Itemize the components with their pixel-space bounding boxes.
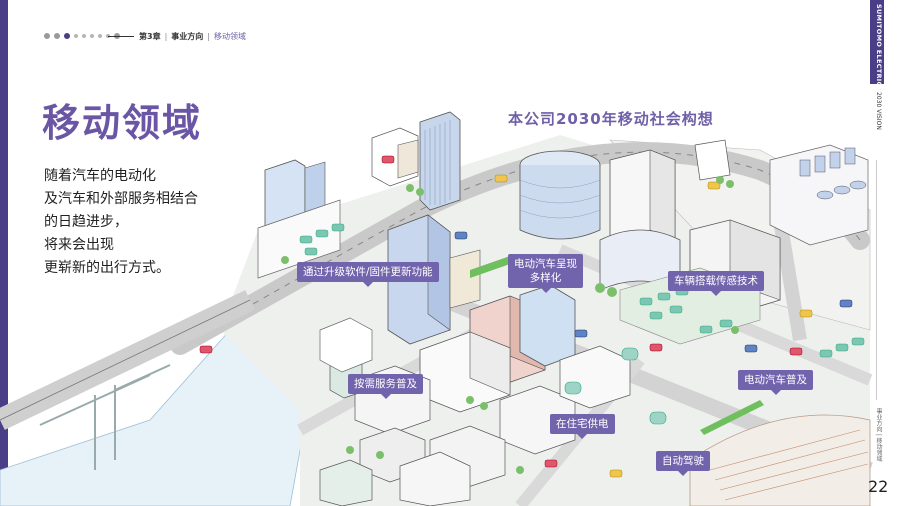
callout-on-demand: 按需服务普及 [348, 374, 423, 399]
breadcrumb-section: 事业方向 [171, 32, 204, 41]
illustration-title: 本公司2030年移动社会构想 [508, 110, 714, 128]
progress-dot-active [64, 33, 70, 39]
brand-name: SUMITOMO ELECTRIC [875, 4, 883, 87]
callout-home-power: 在住宅供电 [550, 414, 615, 439]
breadcrumb-separator: | [207, 32, 210, 41]
brand-band [870, 0, 884, 84]
header-rule [108, 36, 134, 37]
side-rule [876, 160, 877, 400]
progress-dot [90, 34, 94, 38]
vision-label: 2030 VISION [875, 92, 882, 130]
page-title: 移动领域 [42, 101, 203, 145]
callout-line: 电动汽车呈现 [514, 258, 577, 270]
body-line: 随着汽车的电动化 [44, 168, 156, 184]
progress-dot [74, 34, 78, 38]
callout-ev-spread: 电动汽车普及 [738, 370, 813, 395]
callout-ota-update: 通过升级软件/固件更新功能 [297, 262, 439, 287]
callout-ev-diversity: 电动汽车呈现 多样化 [508, 254, 583, 293]
breadcrumb-current: 移动领域 [213, 32, 246, 41]
callout-line: 多样化 [529, 272, 562, 284]
callout-autonomous: 自动驾驶 [656, 451, 710, 476]
progress-dot [54, 33, 60, 39]
breadcrumb-separator: | [164, 32, 168, 41]
progress-dot [98, 34, 102, 38]
progress-dot [44, 33, 50, 39]
body-line: 将来会出现 [44, 237, 114, 253]
left-accent-bar [0, 0, 8, 506]
body-text: 随着汽车的电动化 及汽车和外部服务相结合 的日趋进步， 将来会出现 更崭新的出行… [44, 165, 264, 280]
side-section-label: 事业方向 | 移动领域 [875, 408, 882, 462]
breadcrumb-chapter: 第3章 [139, 32, 161, 41]
progress-dot [82, 34, 86, 38]
page-number: 22 [868, 477, 889, 496]
body-line: 更崭新的出行方式。 [44, 260, 170, 276]
body-line: 的日趋进步， [44, 214, 128, 230]
breadcrumb: 第3章 | 事业方向 | 移动领域 [139, 31, 246, 42]
body-line: 及汽车和外部服务相结合 [44, 191, 198, 207]
callout-sensing: 车辆搭载传感技术 [668, 271, 764, 296]
